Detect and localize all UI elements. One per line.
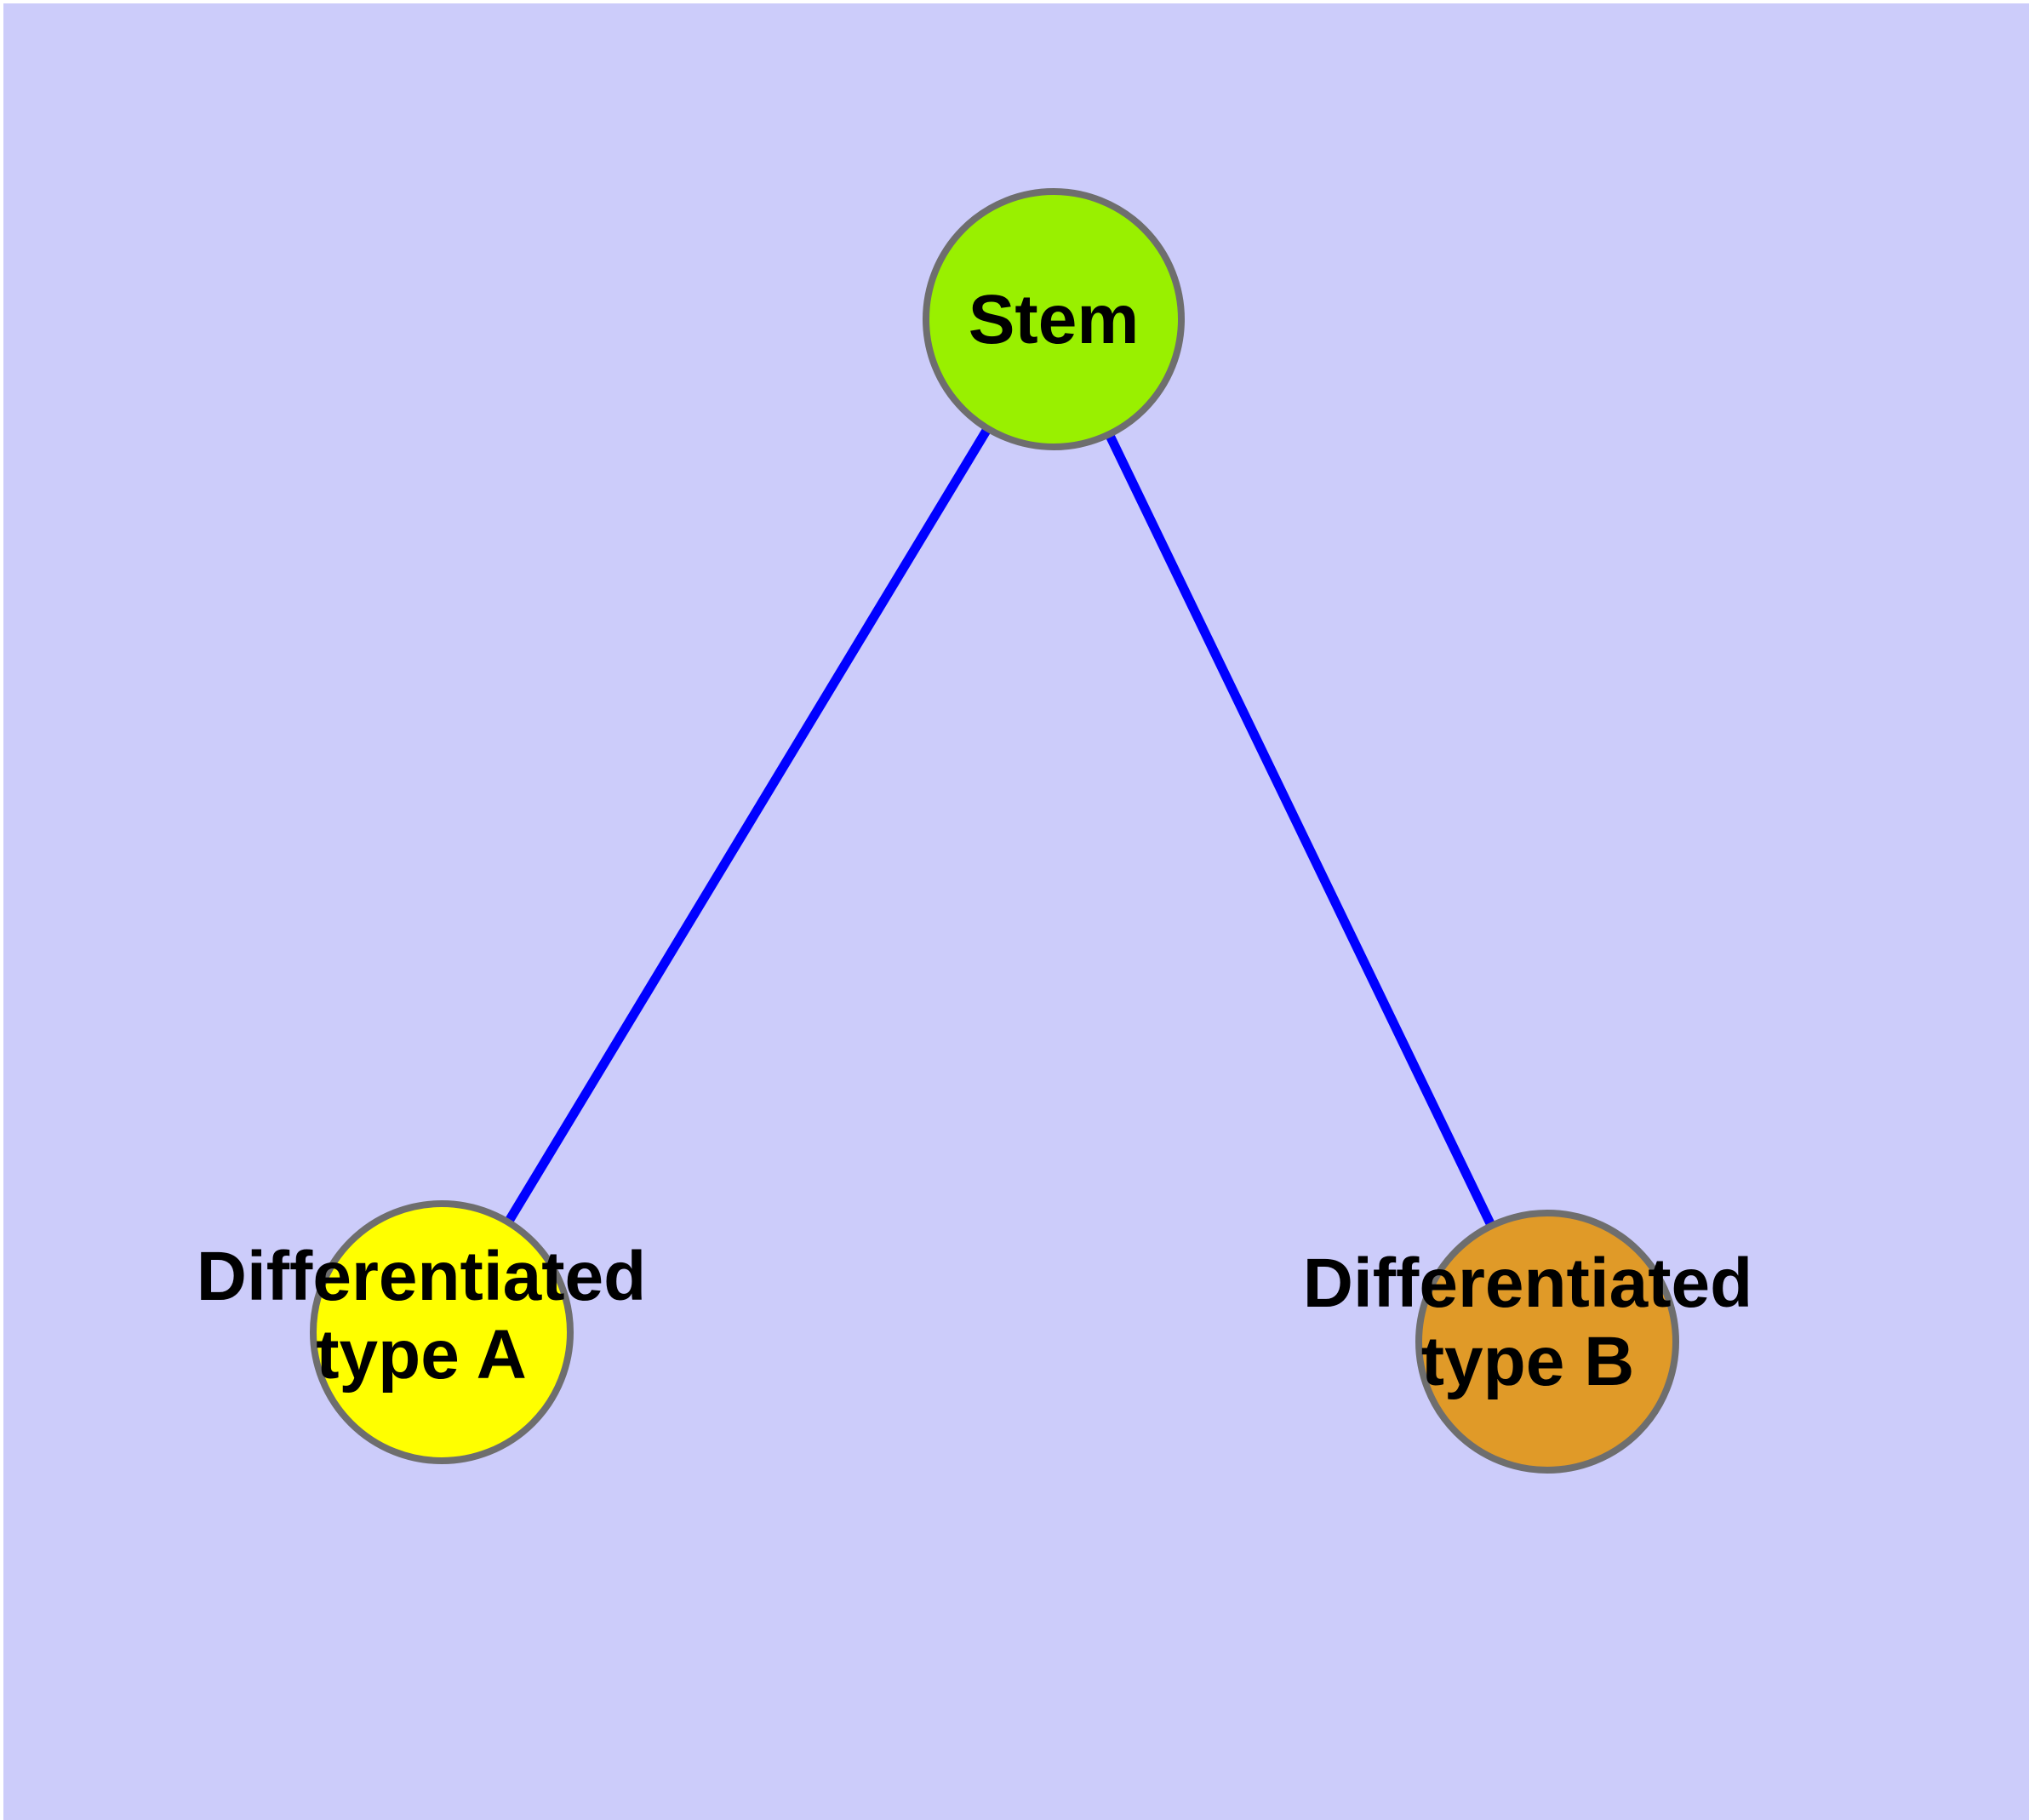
- node-label-line: type B: [1421, 1323, 1635, 1400]
- node-label-line: type A: [316, 1316, 527, 1394]
- graph-edge-stem-to-diff-a[interactable]: [437, 317, 1058, 1335]
- node-label-line: Stem: [969, 281, 1140, 358]
- graph-node-diff-a[interactable]: [310, 1200, 574, 1464]
- edges-layer: [437, 317, 1552, 1344]
- node-label-stem: Stem: [969, 281, 1140, 358]
- graph-node-stem[interactable]: [923, 188, 1185, 450]
- node-label-line: Differentiated: [197, 1238, 647, 1315]
- graph-edge-stem-to-diff-b[interactable]: [1049, 317, 1552, 1344]
- node-label-line: Differentiated: [1303, 1245, 1753, 1322]
- graph-node-diff-b[interactable]: [1415, 1210, 1679, 1474]
- nodes-layer: [310, 188, 1679, 1474]
